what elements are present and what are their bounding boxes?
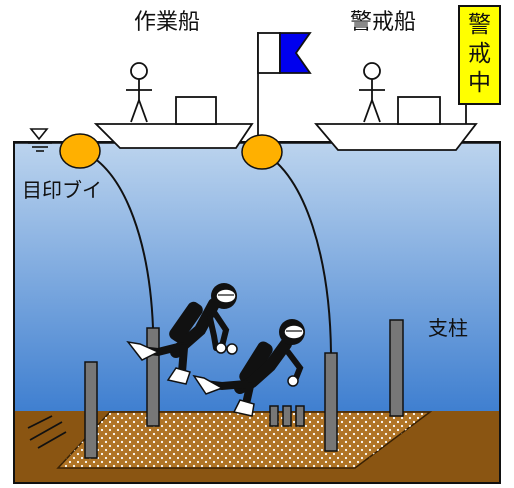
warning-char: 戒 bbox=[468, 41, 491, 67]
buoy-icon bbox=[59, 133, 101, 169]
diver-icon bbox=[126, 283, 238, 385]
work-boat-label: 作業船 bbox=[134, 10, 201, 35]
guard-boat bbox=[314, 62, 478, 151]
warning-sign-text: 警 戒 中 bbox=[460, 11, 499, 98]
post-4 bbox=[389, 319, 404, 417]
warning-sign: 警 戒 中 bbox=[458, 5, 501, 105]
warning-char: 警 bbox=[468, 12, 491, 38]
blocks bbox=[269, 405, 305, 427]
guard-boat-label: 警戒船 bbox=[350, 10, 417, 35]
diver-icon bbox=[192, 319, 305, 417]
flag-icon bbox=[257, 32, 312, 136]
marker-buoy-label: 目印ブイ bbox=[22, 178, 102, 202]
support-post-label: 支柱 bbox=[428, 316, 468, 340]
person-icon bbox=[359, 62, 385, 123]
warning-char: 中 bbox=[468, 70, 491, 96]
post-3 bbox=[324, 352, 338, 452]
post-1 bbox=[84, 361, 98, 459]
water-level-icon bbox=[28, 128, 52, 152]
work-boat bbox=[93, 62, 254, 149]
person-icon bbox=[126, 62, 152, 123]
post-2 bbox=[146, 327, 160, 427]
buoy-icon bbox=[241, 134, 283, 170]
seabed-hatch bbox=[27, 415, 67, 449]
